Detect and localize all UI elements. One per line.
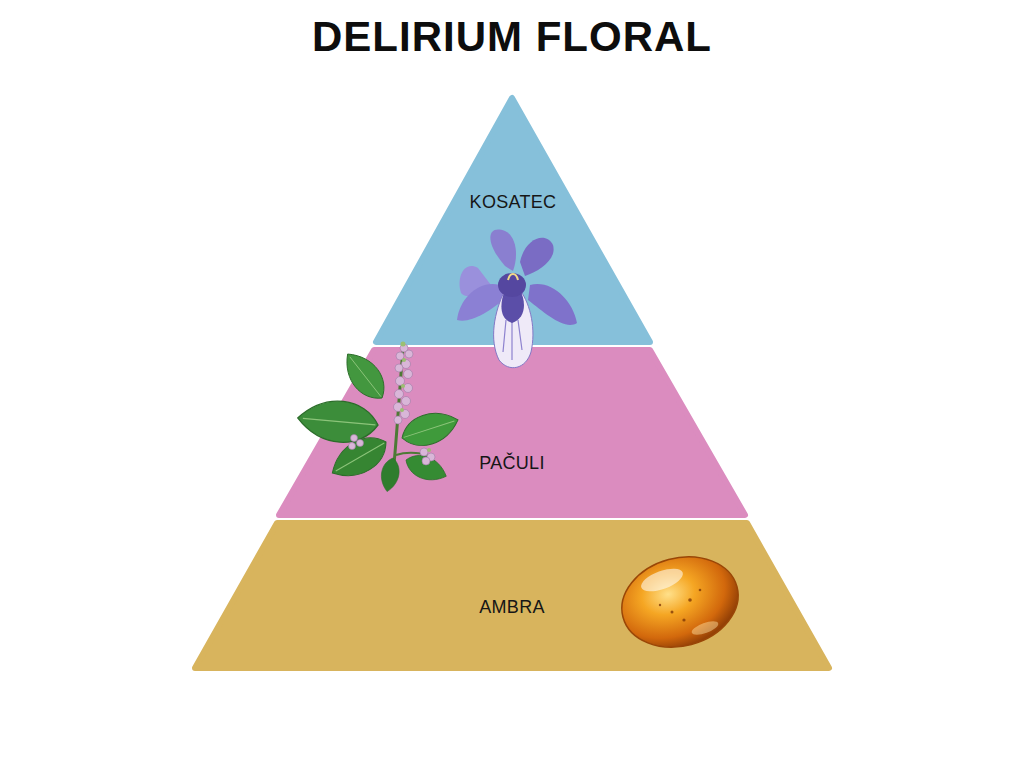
tier-shape — [276, 347, 748, 518]
tier-shape — [192, 520, 832, 671]
tier-label: KOSATEC — [470, 191, 557, 213]
pyramid-tier: KOSATEC — [372, 95, 654, 346]
tier-label: PAČULI — [479, 452, 545, 474]
pyramid-tier: AMBRA — [192, 520, 832, 671]
tier-label: AMBRA — [479, 596, 545, 618]
tier-shape — [372, 95, 654, 346]
pyramid-tier: PAČULI — [276, 347, 748, 518]
diagram-title: DELIRIUM FLORAL — [0, 15, 1024, 59]
